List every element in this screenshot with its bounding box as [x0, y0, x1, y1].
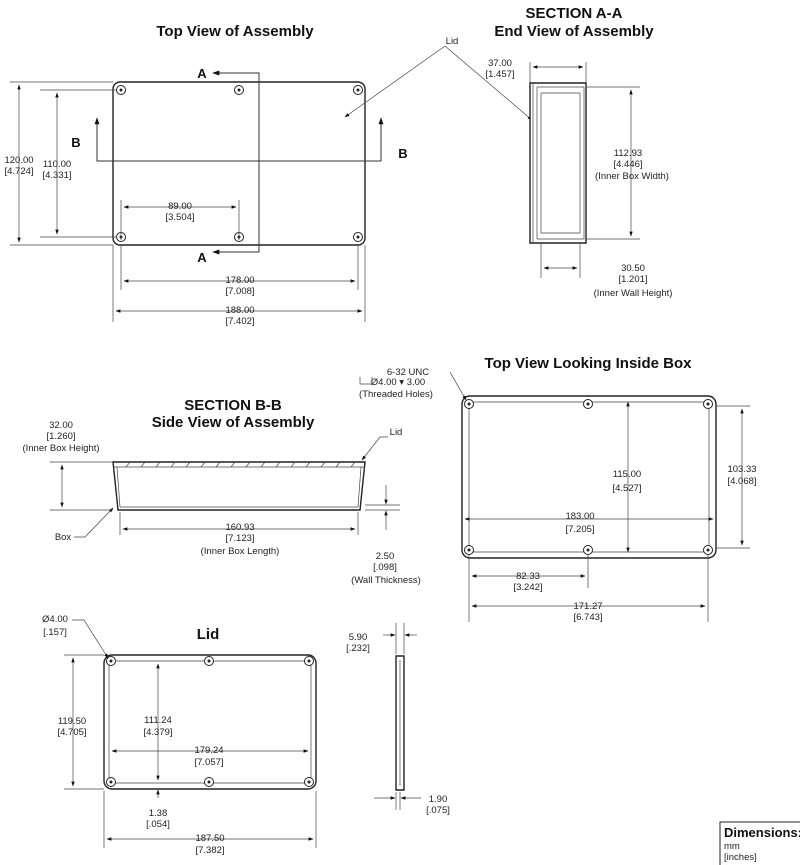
- legend-inches: [inches]: [724, 852, 757, 863]
- lid-label-top: Lid: [446, 36, 459, 47]
- dim-190-in: [.075]: [426, 805, 450, 816]
- dim-wall-in: [.098]: [373, 562, 397, 573]
- dim-171: 171.27: [573, 601, 602, 612]
- section-line-b: [96, 137, 382, 162]
- dim-30: 30.50: [621, 263, 645, 274]
- dim-112-in: [4.446]: [613, 159, 642, 170]
- thread-note-1: 6-32 UNC: [387, 367, 429, 378]
- lid-view: Lid Ø4.00 [.157] 119.50 [4.705] 111.24 […: [42, 614, 450, 856]
- dim-lid-hole: Ø4.00: [42, 614, 68, 625]
- dim-119: 119.50: [58, 716, 86, 727]
- dim-103: 103.33: [727, 464, 756, 475]
- dim-wall: 2.50: [376, 551, 395, 562]
- section-line-a: [232, 72, 260, 253]
- dimensions-legend: Dimensions: mm [inches]: [719, 821, 800, 865]
- top-view-title: Top View of Assembly: [156, 23, 314, 40]
- dim-82-in: [3.242]: [513, 582, 542, 593]
- section-bb-title-2: Side View of Assembly: [152, 414, 315, 431]
- side-view-ribs: [125, 461, 356, 468]
- dim-32-in: [1.260]: [46, 431, 75, 442]
- dim-115-in: [4.527]: [612, 483, 641, 494]
- dim-178: 178.00: [225, 275, 254, 286]
- dim-37: 37.00: [488, 58, 512, 69]
- dim-187: 187.50: [195, 833, 224, 844]
- dim-lid-hole-in: [.157]: [43, 627, 67, 638]
- dim-110: 110.00: [43, 159, 71, 170]
- dim-37-in: [1.457]: [485, 69, 514, 80]
- section-b-label-right: B: [398, 146, 407, 161]
- section-a-label-top: A: [197, 66, 207, 81]
- dim-115: 115.00: [613, 469, 641, 480]
- dim-120: 120.00: [4, 155, 33, 166]
- top-inside-title: Top View Looking Inside Box: [485, 355, 693, 372]
- dim-120-in: [4.724]: [4, 166, 33, 177]
- dim-30-in: [1.201]: [618, 274, 647, 285]
- top-view-assembly: Top View of Assembly A A B B 89.00 [3.50…: [4, 23, 533, 327]
- legend-title: Dimensions:: [724, 825, 800, 840]
- dim-183-in: [7.205]: [565, 524, 594, 535]
- legend-mm: mm: [724, 841, 740, 852]
- side-view-outline: [112, 461, 366, 511]
- top-view-outline: [112, 81, 366, 246]
- dim-188-in: [7.402]: [225, 316, 254, 327]
- dim-187-in: [7.382]: [195, 845, 224, 856]
- dim-82: 82.33: [516, 571, 540, 582]
- dim-160-in: [7.123]: [225, 533, 254, 544]
- section-bb-title-1: SECTION B-B: [184, 397, 282, 414]
- counterbore-symbol: [359, 377, 373, 385]
- dim-138-in: [.054]: [146, 819, 170, 830]
- dim-178-in: [7.008]: [225, 286, 254, 297]
- thread-note-3: (Threaded Holes): [359, 389, 433, 400]
- section-aa-title-1: SECTION A-A: [526, 5, 623, 22]
- section-b-label-left: B: [71, 135, 80, 150]
- dim-30-note: (Inner Wall Height): [594, 288, 673, 299]
- dim-89-in: [3.504]: [165, 212, 194, 223]
- lid-label-side: Lid: [390, 427, 403, 438]
- box-label: Box: [55, 532, 72, 543]
- dim-190: 1.90: [429, 794, 448, 805]
- dim-111: 111.24: [144, 715, 172, 726]
- dim-183: 183.00: [565, 511, 594, 522]
- dim-103-in: [4.068]: [727, 476, 756, 487]
- section-bb-side-view: SECTION B-B Side View of Assembly Lid Bo…: [22, 397, 420, 586]
- top-inside-view: Top View Looking Inside Box 6-32 UNC Ø4.…: [359, 355, 756, 623]
- section-a-label-bottom: A: [197, 250, 207, 265]
- section-aa-end-view: SECTION A-A End View of Assembly 37.00 […: [485, 5, 672, 299]
- dim-590-in: [.232]: [346, 643, 370, 654]
- dim-171-in: [6.743]: [573, 612, 602, 623]
- dim-119-in: [4.705]: [57, 727, 86, 738]
- section-aa-title-2: End View of Assembly: [494, 23, 654, 40]
- dim-wall-note: (Wall Thickness): [351, 575, 421, 586]
- lid-holes: [106, 656, 314, 787]
- lid-title: Lid: [197, 626, 220, 643]
- dim-160: 160.93: [225, 522, 254, 533]
- dim-179-in: [7.057]: [194, 757, 223, 768]
- thread-note-2: Ø4.00 ▾ 3.00: [371, 377, 425, 388]
- dim-160-note: (Inner Box Length): [201, 546, 280, 557]
- dim-179: 179.24: [194, 745, 223, 756]
- dim-590: 5.90: [349, 632, 368, 643]
- dim-32: 32.00: [49, 420, 73, 431]
- dim-112: 112.93: [614, 148, 642, 159]
- dim-111-in: [4.379]: [143, 727, 172, 738]
- end-view-outline: [529, 82, 587, 244]
- dim-138: 1.38: [149, 808, 168, 819]
- dim-112-note: (Inner Box Width): [595, 171, 669, 182]
- dim-89: 89.00: [168, 201, 192, 212]
- dim-32-note: (Inner Box Height): [22, 443, 99, 454]
- inside-holes: [464, 399, 713, 555]
- lid-outer-outline: [103, 654, 317, 790]
- dim-110-in: [4.331]: [42, 170, 71, 181]
- dim-188: 188.00: [225, 305, 254, 316]
